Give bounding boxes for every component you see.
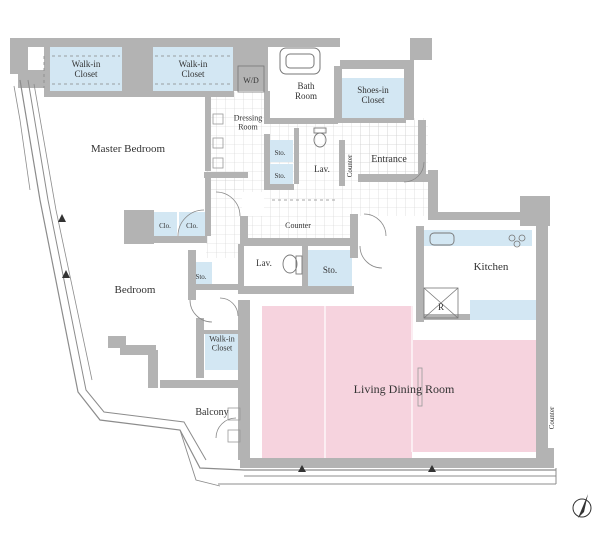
counter-horizontal-label: Counter	[285, 221, 311, 230]
shoes-closet-fill	[342, 78, 404, 118]
closet-rails	[43, 55, 336, 201]
toilet-icon	[313, 127, 327, 148]
entrance-label: Entrance	[371, 154, 407, 165]
doors	[177, 161, 425, 439]
living-dining-seams	[324, 306, 413, 460]
washer-dryer-box	[237, 65, 265, 93]
bedroom-label: Bedroom	[115, 284, 156, 296]
walls	[10, 38, 554, 468]
clo-1-fill	[153, 212, 177, 238]
refrigerator-box	[423, 287, 459, 319]
walk-in-closet-1-fill	[50, 47, 122, 91]
counter-right-label: Counter	[548, 406, 556, 429]
master-bedroom-label: Master Bedroom	[91, 143, 166, 155]
sto-2-label: Sto.	[274, 172, 285, 180]
bottom-window-wall	[179, 429, 557, 487]
window-arrows	[58, 214, 436, 472]
north-arrow-icon	[572, 494, 592, 518]
exterior-window-wall	[13, 79, 245, 471]
walk-in-closet-3-fill	[205, 332, 241, 370]
sink-icon	[282, 232, 455, 275]
sto-3-label: Sto.	[195, 273, 206, 281]
bathtub-icon	[279, 47, 321, 75]
living-dining-room-label: Living Dining Room	[354, 382, 455, 396]
dressing-shelves	[212, 113, 423, 443]
living-dining-room-fill	[262, 306, 538, 462]
sto-1-label: Sto.	[274, 149, 285, 157]
sto-2-fill	[267, 164, 293, 184]
kitchen-label: Kitchen	[474, 261, 509, 273]
lav-1-label: Lav.	[314, 164, 330, 174]
sto-1-fill	[267, 140, 293, 162]
clo-2-label: Clo.	[186, 222, 198, 230]
stove-icon	[508, 234, 526, 248]
balcony-label: Balcony	[195, 407, 228, 418]
refrigerator-label: R	[438, 302, 444, 312]
kitchen-counter-bottom	[470, 300, 548, 320]
lav-2-label: Lav.	[256, 258, 272, 268]
storage-areas	[50, 47, 548, 370]
wd-label: W/D	[243, 76, 259, 85]
kitchen-counter-top	[422, 230, 532, 246]
clo-1-label: Clo.	[159, 222, 171, 230]
clo-2-fill	[179, 212, 205, 238]
sto-4-label: Sto.	[323, 265, 337, 275]
sto-4-fill	[308, 250, 352, 290]
counter-vertical-label: Counter	[346, 154, 354, 177]
